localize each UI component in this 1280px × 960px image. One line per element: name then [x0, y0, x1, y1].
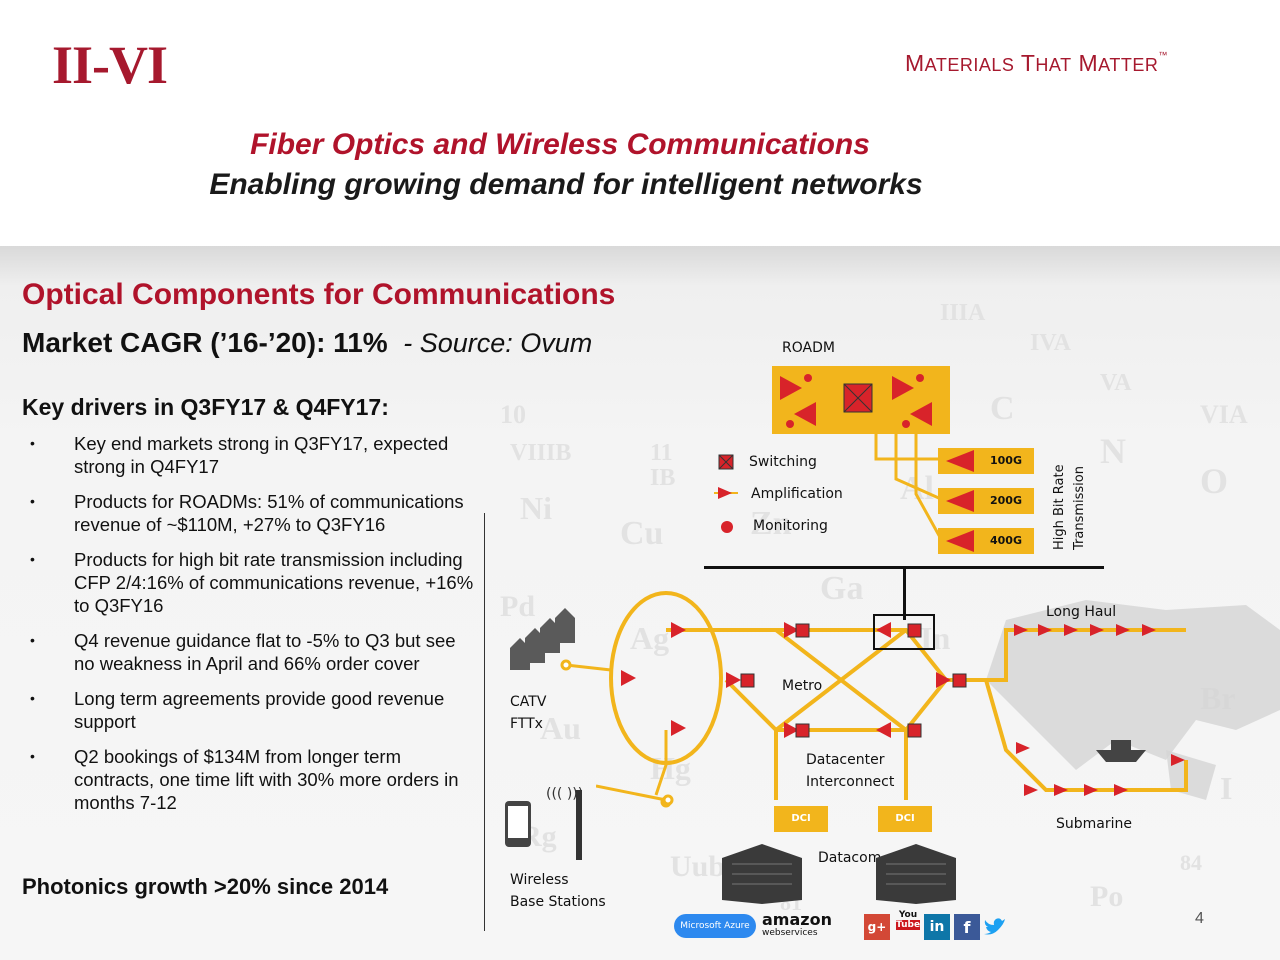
microsoft-azure-logo: Microsoft Azure — [674, 914, 756, 938]
network-diagram: ROADM Switching Amplification Monitoring… — [486, 330, 1280, 950]
houses-icon — [510, 608, 575, 670]
company-logo: II-VI — [52, 35, 168, 95]
catv-label: CATV — [510, 694, 547, 710]
twitter-icon — [984, 918, 1005, 935]
amazon-web-services-logo: amazon webservices — [762, 910, 832, 939]
facebook-icon: f — [954, 914, 980, 940]
mobile-phone-icon — [505, 801, 531, 847]
metro-label: Metro — [782, 678, 823, 694]
base-stations-label: Base Stations — [510, 894, 606, 910]
bitrate-label-1: High Bit Rate — [1052, 464, 1067, 550]
roadm-label: ROADM — [782, 340, 835, 356]
roadm-connectors — [874, 434, 943, 540]
datacenter-label: Datacenter — [806, 752, 885, 768]
list-item: Q2 bookings of $134M from longer term co… — [30, 745, 475, 814]
legend-monitoring: Monitoring — [753, 518, 828, 534]
bitrate-label-2: Transmission — [1072, 466, 1087, 550]
cagr-source: - Source: Ovum — [403, 328, 593, 358]
dci-box-left: DCI — [774, 806, 828, 832]
switching-icon — [718, 454, 734, 470]
bitrate-amplifiers — [946, 450, 974, 552]
market-cagr: Market CAGR (’16-’20): 11% - Source: Ovu… — [22, 327, 593, 358]
google-plus-icon: g+ — [864, 914, 890, 940]
periodic-table-watermark: 10 VIIIB 11 IB Ni Cu Zn Ga Pd Ag In Au H… — [500, 300, 1248, 915]
tagline: MATERIALS THAT MATTER™ — [905, 50, 1168, 76]
datacom-label: Datacom — [818, 850, 882, 866]
server-rack-right — [876, 844, 956, 904]
list-item: Products for ROADMs: 51% of communicatio… — [30, 490, 475, 536]
legend-switching: Switching — [749, 454, 817, 470]
linkedin-icon: in — [924, 914, 950, 940]
page-number: 4 — [1195, 910, 1204, 927]
dci-box-right: DCI — [878, 806, 932, 832]
legend-amplification: Amplification — [751, 486, 843, 502]
list-item: Q4 revenue guidance flat to -5% to Q3 bu… — [30, 629, 475, 675]
submarine-label: Submarine — [1056, 816, 1132, 832]
interconnect-label: Interconnect — [806, 774, 895, 790]
amplification-icon — [714, 487, 738, 499]
monitoring-icon — [721, 521, 733, 533]
slide-title: Fiber Optics and Wireless Communications — [250, 128, 870, 161]
wireless-label: Wireless — [510, 872, 569, 888]
svg-text:((( ))): ((( ))) — [546, 786, 583, 802]
fttx-label: FTTx — [510, 716, 543, 732]
list-item: Long term agreements provide good revenu… — [30, 687, 475, 733]
key-drivers-heading: Key drivers in Q3FY17 & Q4FY17: — [22, 394, 389, 420]
slide-subtitle: Enabling growing demand for intelligent … — [209, 168, 923, 201]
wireless-link — [596, 784, 674, 806]
divider-line — [484, 513, 485, 931]
long-haul-label: Long Haul — [1046, 604, 1117, 620]
antenna-icon: ((( ))) — [546, 786, 583, 860]
section-heading: Optical Components for Communications — [22, 278, 616, 311]
roadm-elements — [780, 374, 932, 428]
bitrate-200g: 200G — [938, 488, 1034, 514]
list-item: Key end markets strong in Q3FY17, expect… — [30, 432, 475, 478]
backbone-line — [704, 566, 1104, 569]
list-item: Products for high bit rate transmission … — [30, 548, 475, 617]
key-drivers-list: Key end markets strong in Q3FY17, expect… — [30, 432, 475, 826]
youtube-icon: You Tube — [896, 910, 921, 930]
backbone-drop — [903, 568, 906, 620]
server-rack-left — [722, 844, 802, 904]
photonics-growth: Photonics growth >20% since 2014 — [22, 874, 389, 899]
